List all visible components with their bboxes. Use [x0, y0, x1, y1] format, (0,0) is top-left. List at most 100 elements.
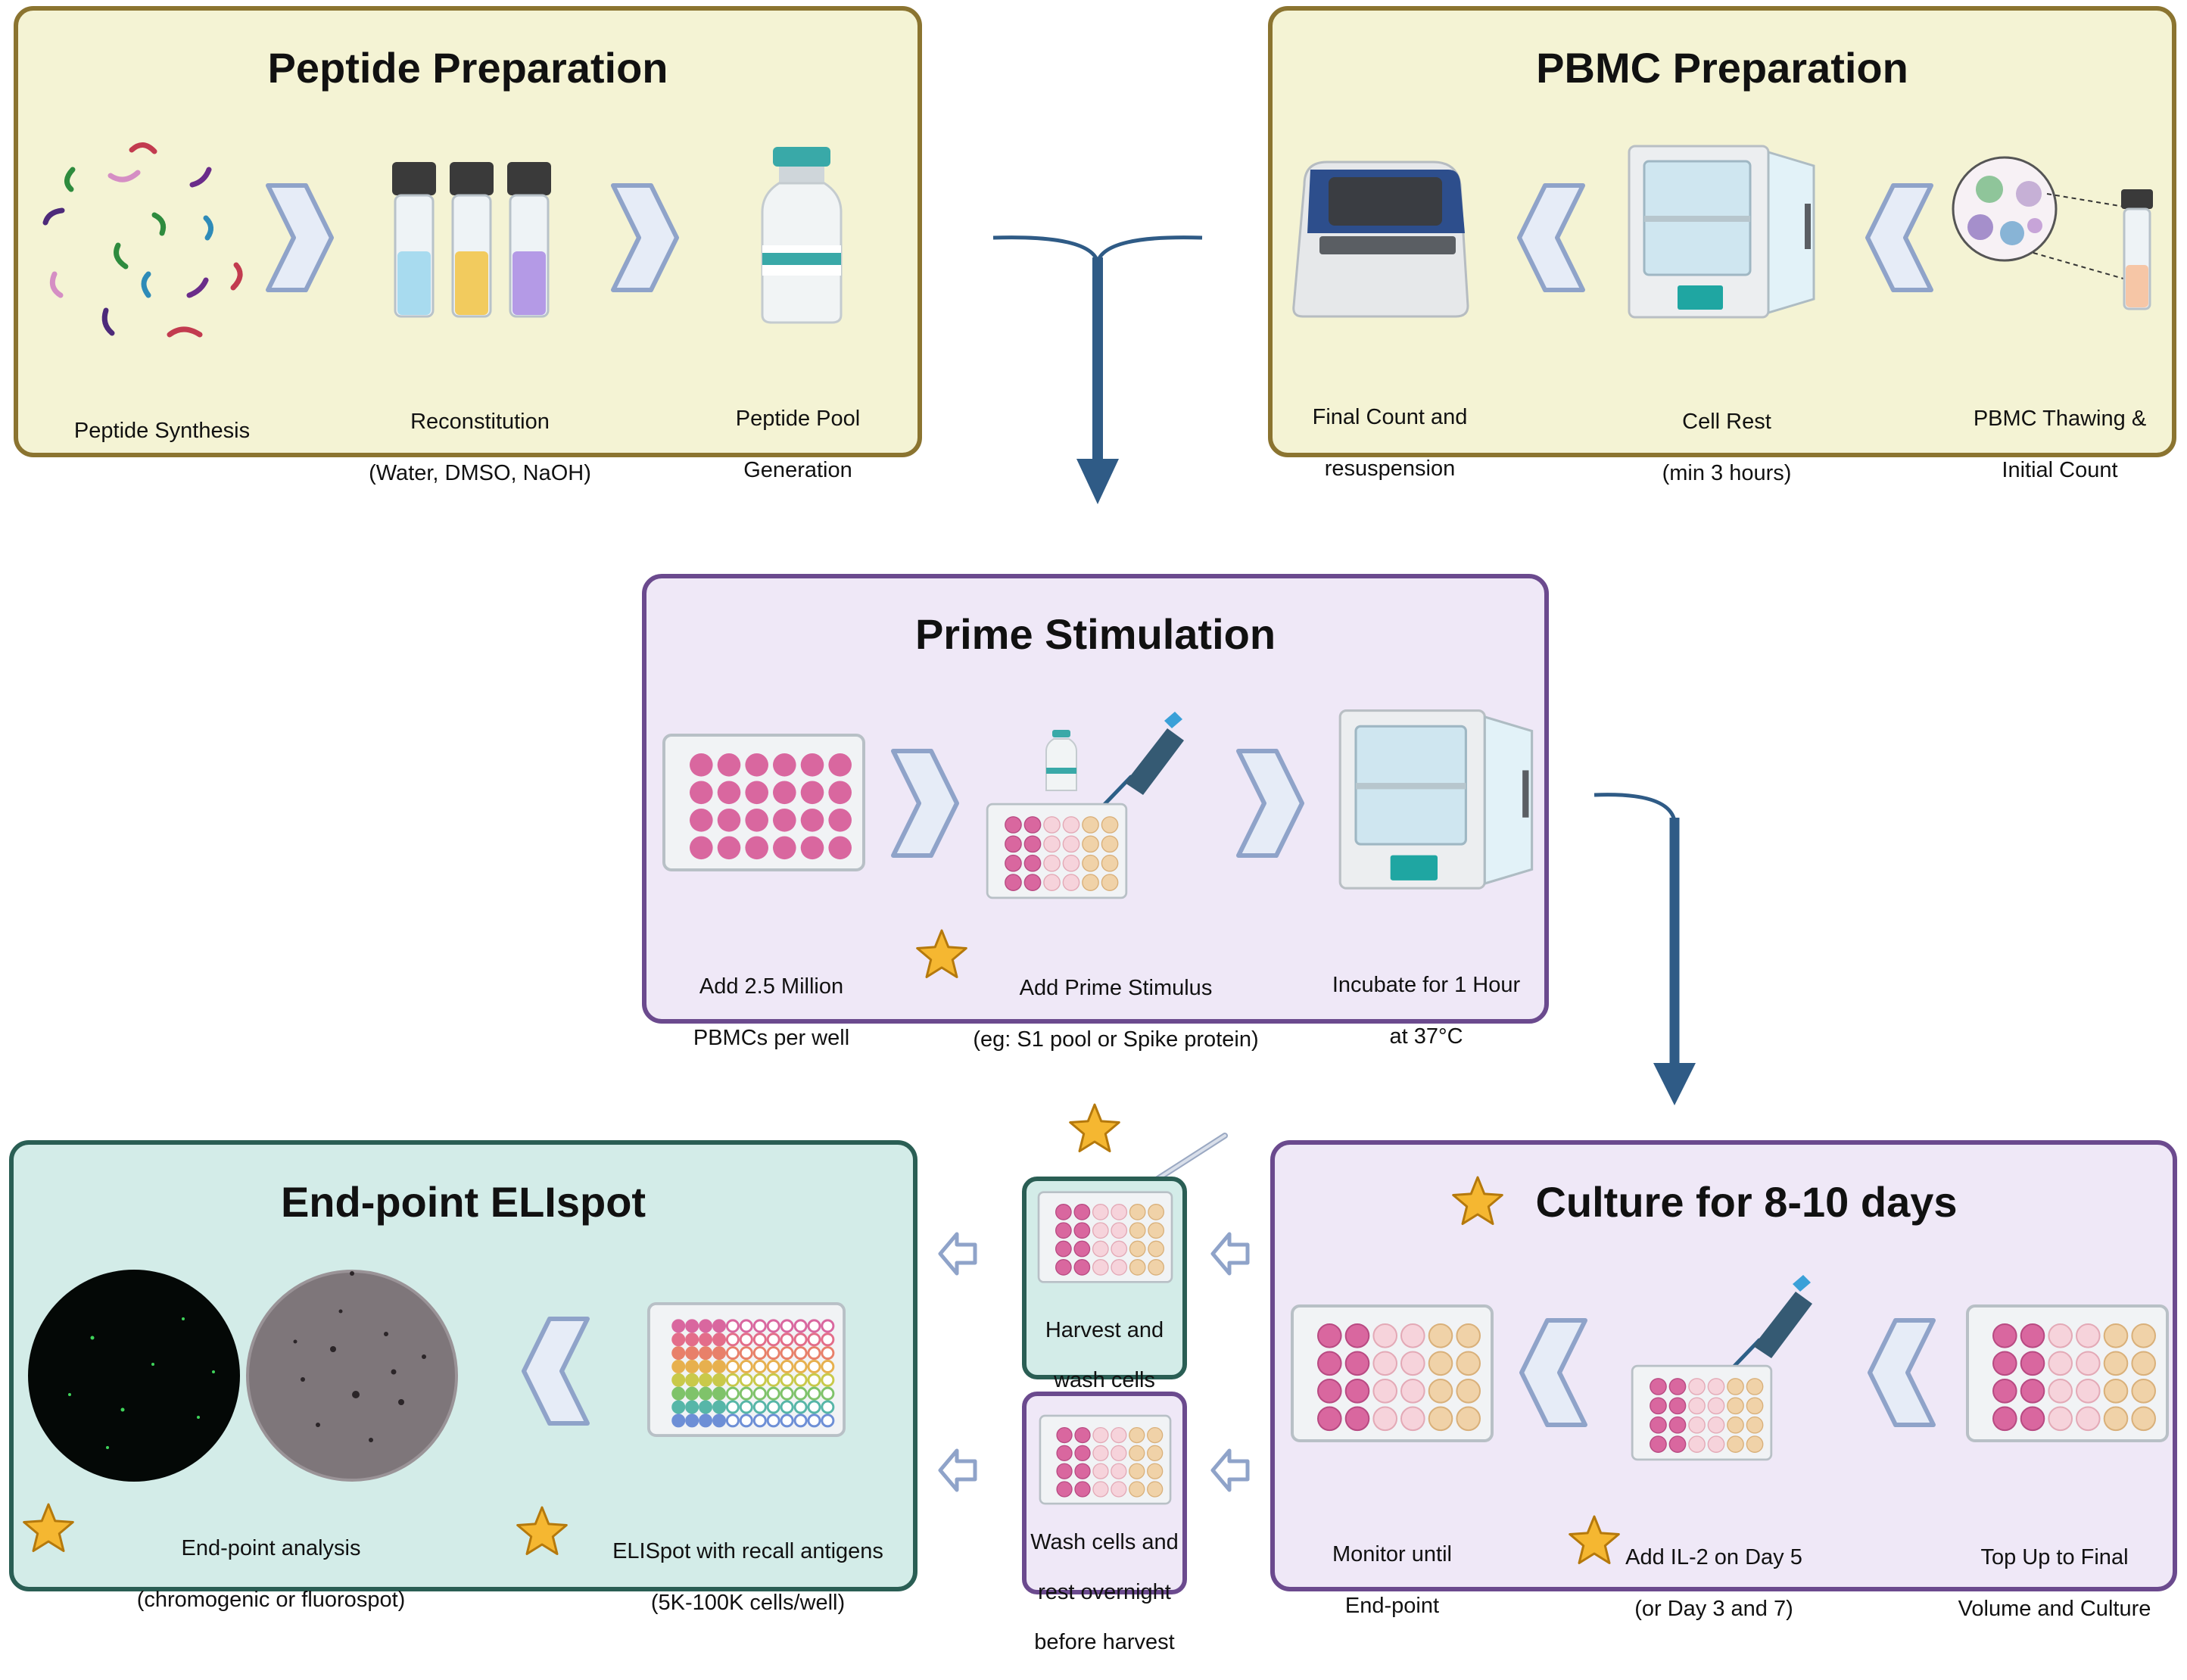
- well: [1074, 1445, 1091, 1462]
- well: [690, 753, 713, 777]
- well: [699, 1414, 713, 1428]
- well: [1372, 1323, 1397, 1348]
- well: [766, 1400, 780, 1414]
- well: [793, 1414, 808, 1428]
- well: [671, 1346, 686, 1361]
- well: [725, 1332, 740, 1347]
- well: [1147, 1445, 1164, 1462]
- chevron-right-icon: [611, 183, 679, 292]
- chevron-left-icon: [1865, 183, 1933, 292]
- star-icon: [916, 929, 967, 978]
- reconstitution-vials-icon: [392, 162, 551, 318]
- peptide-pool-bottle-icon: [761, 147, 843, 324]
- well: [1073, 1240, 1091, 1258]
- well: [1992, 1379, 2017, 1404]
- well: [2048, 1379, 2073, 1404]
- well: [712, 1346, 727, 1361]
- well: [1688, 1416, 1706, 1434]
- well: [1129, 1259, 1146, 1276]
- well: [1092, 1481, 1109, 1498]
- well: [1992, 1406, 2017, 1432]
- well: [699, 1319, 713, 1333]
- well: [685, 1373, 699, 1387]
- well: [1005, 854, 1022, 872]
- well: [1727, 1378, 1744, 1395]
- well: [685, 1386, 699, 1401]
- well: [1073, 1204, 1091, 1220]
- chevron-left-icon: [522, 1317, 590, 1426]
- well: [1129, 1463, 1145, 1479]
- caption-line: (eg: S1 pool or Spike protein): [973, 1027, 1259, 1052]
- well: [717, 781, 741, 805]
- well: [712, 1319, 727, 1333]
- well: [1062, 816, 1080, 834]
- well: [1400, 1351, 1425, 1376]
- well: [828, 781, 852, 805]
- well: [807, 1400, 821, 1414]
- well-plate-96-icon: [646, 1302, 846, 1437]
- pbmc-preparation-panel: PBMC Preparation Final Count and: [1268, 6, 2176, 485]
- well: [1707, 1435, 1725, 1453]
- well: [793, 1400, 808, 1414]
- well: [671, 1359, 686, 1373]
- well: [2048, 1406, 2073, 1432]
- well: [793, 1332, 808, 1347]
- well: [1023, 816, 1042, 834]
- well: [725, 1319, 740, 1333]
- well: [1023, 874, 1042, 891]
- well: [1317, 1406, 1342, 1432]
- well: [1727, 1397, 1744, 1415]
- well: [690, 781, 713, 805]
- well: [780, 1414, 794, 1428]
- step-final-count: Final Count and resuspension: [1288, 379, 1492, 507]
- well: [745, 781, 768, 805]
- well: [1344, 1379, 1370, 1404]
- incubator-icon: [1628, 145, 1815, 319]
- well: [800, 809, 824, 832]
- well: [671, 1332, 686, 1347]
- well: [793, 1373, 808, 1387]
- well: [1111, 1481, 1127, 1498]
- well: [671, 1373, 686, 1387]
- well: [780, 1346, 794, 1361]
- well: [793, 1386, 808, 1401]
- caption-line: PBMCs per well: [693, 1026, 850, 1050]
- well: [1111, 1463, 1127, 1479]
- well: [1074, 1463, 1091, 1479]
- well: [1456, 1323, 1481, 1348]
- well: [1344, 1406, 1370, 1432]
- well: [671, 1400, 686, 1414]
- star-icon: [1569, 1515, 1620, 1564]
- caption-line: Add Prime Stimulus: [1019, 976, 1213, 1000]
- well: [725, 1359, 740, 1373]
- well: [766, 1346, 780, 1361]
- incubator-icon: [1338, 709, 1534, 890]
- well: [725, 1373, 740, 1387]
- well: [1650, 1416, 1667, 1434]
- well-plate-24-icon: [662, 734, 865, 871]
- well: [1043, 816, 1061, 834]
- step-peptide-pool-generation: Peptide Pool Generation: [699, 380, 896, 509]
- well: [2048, 1351, 2073, 1376]
- elispot-panel: End-point ELIspot End-point analysis (ch…: [9, 1140, 917, 1615]
- well: [1005, 835, 1022, 853]
- step-pbmc-thawing: PBMC Thawing & Initial Count: [1954, 380, 2166, 509]
- well: [821, 1319, 835, 1333]
- well: [725, 1386, 740, 1401]
- well: [1129, 1204, 1146, 1220]
- well: [1148, 1204, 1164, 1220]
- well: [2103, 1351, 2129, 1376]
- well: [1129, 1481, 1145, 1498]
- well: [1707, 1416, 1725, 1434]
- well: [752, 1319, 767, 1333]
- well: [717, 809, 741, 832]
- harvest-immediate-box: Harvest and wash cells immediately: [1022, 1177, 1187, 1442]
- well: [1101, 854, 1119, 872]
- step-add-pbmcs: Add 2.5 Million PBMCs per well: [662, 948, 881, 1077]
- well: [807, 1414, 821, 1428]
- well: [2076, 1351, 2101, 1376]
- well: [2076, 1379, 2101, 1404]
- well: [807, 1332, 821, 1347]
- well: [699, 1400, 713, 1414]
- well: [1428, 1323, 1453, 1348]
